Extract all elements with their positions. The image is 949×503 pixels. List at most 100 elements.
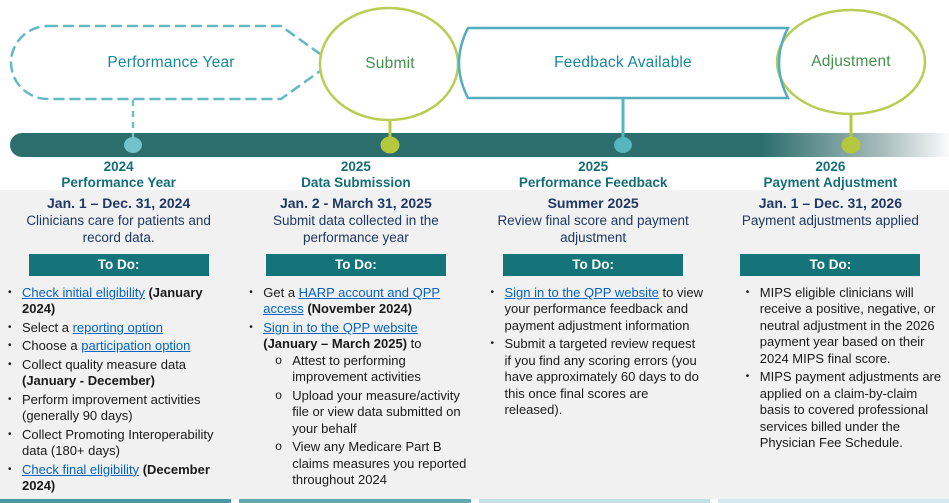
inline-link[interactable]: Check final eligibility (22, 461, 140, 477)
stage-adjustment-label: Adjustment (811, 53, 891, 70)
todo-item: •Submit a targeted review request if you… (491, 336, 704, 419)
todo-item-text: Submit a targeted review request if you … (505, 336, 704, 419)
text-segment: Get a (263, 284, 299, 300)
todo-item: o Upload your measure/activity file or vi… (275, 388, 468, 438)
todo-item: •Sign in to the QPP website (January – M… (249, 320, 468, 491)
column-date-range: Jan. 1 – Dec. 31, 2024 (47, 195, 191, 211)
milestone-year-row: 2024 Performance Year 2025 Data Submissi… (0, 158, 949, 190)
adjustment-shape (775, 8, 927, 116)
bullet-icon: • (745, 286, 750, 298)
text-segment: (November 2024) (307, 301, 413, 317)
phase-columns: Jan. 1 – Dec. 31, 2024 Clinicians care f… (0, 190, 949, 499)
column-performance-feedback: Summer 2025 Review final score and payme… (475, 190, 712, 499)
inline-link[interactable]: HARP account and QPP access (263, 284, 441, 317)
todo-list: • Sign in to the QPP website to view your… (475, 285, 712, 419)
todo-item-text: MIPS payment adjustments are applied on … (760, 369, 943, 452)
timeline-bar (10, 133, 949, 157)
todo-item-text: Sign in to the QPP website to view your … (505, 285, 704, 335)
text-segment: Submit a targeted review request if you … (504, 336, 699, 418)
todo-item: o Attest to performing improvement activi… (275, 353, 468, 386)
milestone-label: Performance Feedback (518, 175, 668, 191)
inline-link[interactable]: participation option (81, 338, 191, 354)
column-description: Payment adjustments applied (741, 212, 919, 228)
todo-item-text: Collect quality measure data (January - … (22, 357, 231, 390)
text-segment: Choose a (22, 338, 82, 354)
milestone-label: Performance Year (61, 175, 176, 191)
text-segment: Perform improvement activities (generall… (22, 391, 201, 424)
todo-item-text: MIPS eligible clinicians will receive a … (760, 285, 943, 368)
column-date-range: Summer 2025 (547, 195, 639, 211)
bullet-icon: • (249, 286, 253, 298)
bullet-icon: • (490, 286, 495, 298)
todo-item: • Collect quality measure data (January -… (8, 357, 231, 390)
todo-item: •MIPS payment adjustments are applied on… (746, 369, 943, 452)
column-description: Review final score and payment adjustmen… (497, 212, 689, 245)
text-segment: (January 2024) (22, 284, 203, 317)
todo-header: To Do: (265, 253, 446, 276)
milestone-2026-payment-adjustment: 2026 Payment Adjustment (712, 158, 949, 190)
text-segment: Attest to performing improvement activit… (292, 352, 421, 385)
column-payment-adjustment: Jan. 1 – Dec. 31, 2026 Payment adjustmen… (712, 190, 949, 499)
todo-item-text: Perform improvement activities (generall… (22, 392, 231, 425)
todo-item: • Collect Promoting Interoperability data… (8, 427, 231, 460)
todo-item: • Choose a participation option (8, 338, 231, 355)
inline-link[interactable]: Sign in to the QPP website (504, 284, 659, 300)
cutoff-bar (239, 499, 471, 503)
text-segment: MIPS payment adjustments are applied on … (759, 369, 942, 451)
text-segment: View any Medicare Part B claims measures… (292, 439, 467, 488)
bullet-icon: • (8, 428, 12, 440)
todo-list: • Check initial eligibility (January 2024… (0, 285, 237, 495)
feedback-dot-icon (614, 137, 632, 153)
performance-year-dot-icon (124, 137, 142, 153)
todo-item-text: Collect Promoting Interoperability data … (22, 427, 231, 460)
todo-list: • Get a HARP account and QPP access (Nove… (237, 285, 474, 491)
text-segment: (January - December) (22, 373, 155, 389)
todo-header: To Do: (740, 253, 921, 276)
bullet-icon: o (275, 387, 282, 402)
bullet-icon: o (275, 352, 282, 367)
todo-header: To Do: (28, 253, 209, 276)
text-segment: Upload your measure/activity file or vie… (292, 387, 461, 436)
cutoff-bars-strip (0, 499, 949, 503)
bullet-icon: • (8, 340, 12, 352)
inline-link[interactable]: Check initial eligibility (22, 284, 145, 300)
text-segment: Select a (22, 319, 73, 335)
column-data-submission: Jan. 2 - March 31, 2025 Submit data coll… (237, 190, 474, 499)
bullet-icon: • (8, 321, 12, 333)
timeline-graphic: Performance Year Submit Feedback Availab… (0, 0, 949, 158)
todo-item-text: Get a HARP account and QPP access (Novem… (263, 285, 468, 318)
todo-item: • Check final eligibility (December 2024) (8, 462, 231, 495)
todo-header: To Do: (503, 253, 684, 276)
inline-link[interactable]: reporting option (72, 319, 163, 335)
bullet-icon: o (275, 439, 282, 454)
timeline-shapes-graphic (9, 6, 949, 157)
bullet-icon: • (8, 358, 12, 370)
todo-item-text: Check final eligibility (December 2024) (22, 462, 231, 495)
bullet-icon: • (8, 286, 12, 298)
todo-item-text: Select a reporting option (22, 320, 231, 337)
cutoff-bar (478, 499, 710, 503)
milestone-year: 2025 (340, 159, 371, 174)
text-segment: to view your performance feedback and pa… (504, 284, 704, 333)
column-description: Submit data collected in the performance… (272, 212, 439, 245)
inline-link[interactable]: Sign in to the QPP website (263, 319, 418, 335)
cutoff-bar (0, 499, 232, 503)
text-segment: Collect Promoting Interoperability data … (22, 426, 214, 459)
todo-sub-list: o Attest to performing improvement activi… (263, 353, 468, 489)
adjustment-dot-icon (841, 136, 861, 154)
todo-item: • Sign in to the QPP website to view your… (491, 285, 704, 335)
stage-submit-label: Submit (365, 55, 415, 72)
text-segment: Collect quality measure data (22, 356, 187, 372)
todo-list: • MIPS eligible clinicians will receive a… (712, 285, 949, 452)
todo-item-text: Attest to performing improvement activit… (292, 353, 468, 386)
todo-item: • MIPS eligible clinicians will receive a… (746, 285, 943, 368)
text-segment: MIPS eligible clinicians will receive a … (759, 284, 936, 366)
todo-item-text: Upload your measure/activity file or vie… (292, 388, 468, 438)
bullet-icon: • (8, 463, 12, 475)
text-segment: to (407, 336, 422, 352)
feedback-banner-shape (457, 26, 791, 100)
bullet-icon: • (8, 393, 12, 405)
todo-item-text: Sign in to the QPP website (January – Ma… (263, 320, 468, 491)
submit-dot-icon (380, 136, 400, 154)
todo-item: • Get a HARP account and QPP access (Nove… (249, 285, 468, 318)
